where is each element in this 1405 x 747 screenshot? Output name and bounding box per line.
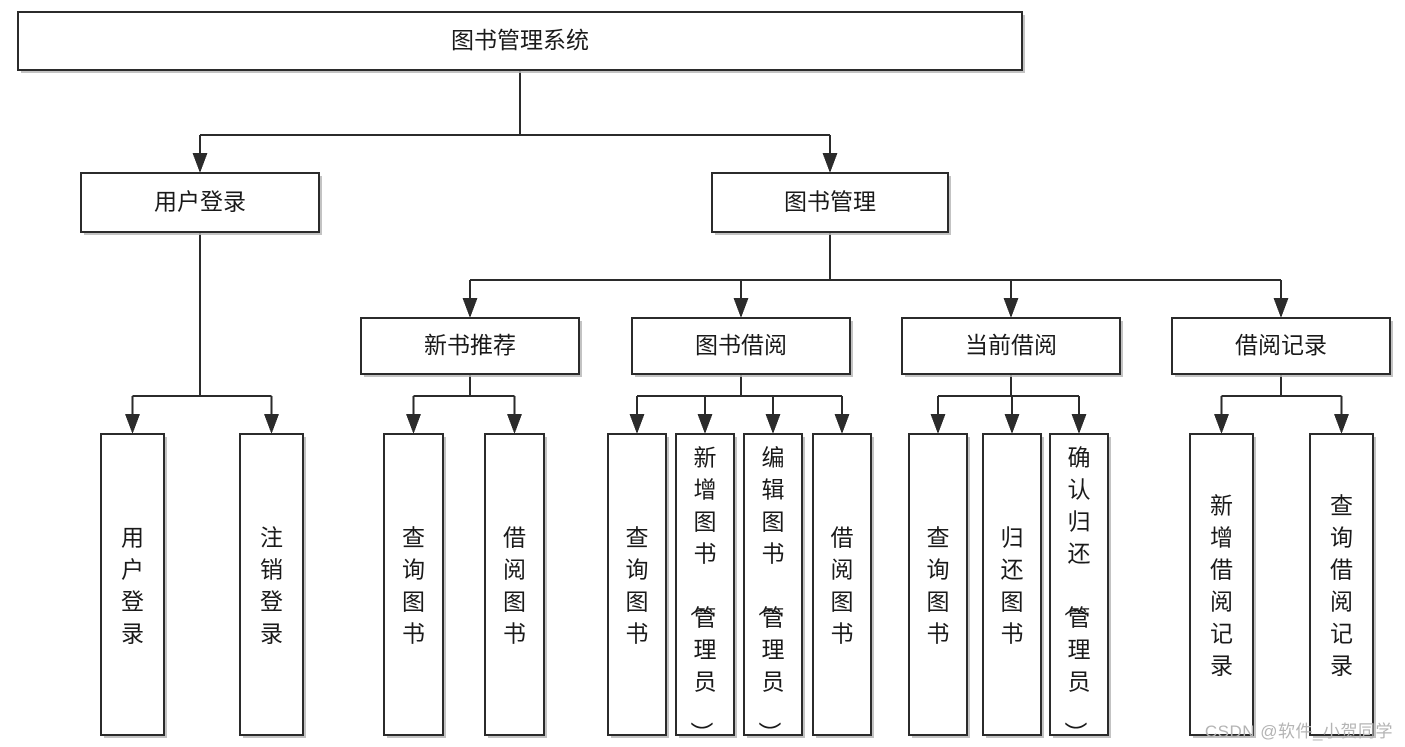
- node-leaf-return-book[interactable]: 归还图书: [981, 432, 1044, 738]
- node-box[interactable]: [907, 432, 969, 737]
- node-box[interactable]: [742, 432, 804, 737]
- node-book-borrow[interactable]: 图书借阅: [630, 316, 853, 377]
- node-leaf-query-book-3[interactable]: 查询图书: [907, 432, 970, 738]
- node-box[interactable]: [630, 316, 852, 376]
- node-box[interactable]: [900, 316, 1122, 376]
- node-label: 图书管理系统: [451, 27, 589, 53]
- node-box[interactable]: [1048, 432, 1110, 737]
- node-box[interactable]: [674, 432, 736, 737]
- node-label: 新书推荐: [424, 332, 516, 358]
- node-label: 用户登录: [121, 524, 144, 646]
- node-leaf-query-book-2[interactable]: 查询图书: [606, 432, 669, 738]
- node-leaf-user-login[interactable]: 用户登录: [99, 432, 167, 738]
- node-label: 借阅记录: [1235, 332, 1327, 358]
- node-box[interactable]: [1170, 316, 1392, 376]
- node-box[interactable]: [359, 316, 581, 376]
- node-label: 借阅图书: [831, 524, 854, 646]
- node-label: 用户登录: [154, 189, 246, 215]
- node-box[interactable]: [16, 10, 1024, 72]
- node-box[interactable]: [483, 432, 546, 737]
- node-user-login[interactable]: 用户登录: [79, 171, 322, 235]
- node-label: 查询图书: [402, 524, 425, 646]
- node-box[interactable]: [1308, 432, 1375, 737]
- node-leaf-borrow-book-2[interactable]: 借阅图书: [811, 432, 874, 738]
- watermark-label: CSDN @软件_小贺同学: [1204, 722, 1393, 741]
- node-label: 编辑图书（管理员）: [757, 444, 785, 744]
- node-label: 查询借阅记录: [1330, 492, 1353, 678]
- node-root[interactable]: 图书管理系统: [16, 10, 1025, 73]
- node-leaf-add-book[interactable]: 新增图书（管理员）: [674, 432, 737, 744]
- node-box[interactable]: [382, 432, 445, 737]
- node-label: 图书借阅: [695, 332, 787, 358]
- node-box[interactable]: [79, 171, 321, 234]
- node-book-manage[interactable]: 图书管理: [710, 171, 951, 235]
- node-label: 新增借阅记录: [1210, 492, 1233, 678]
- node-label: 新增图书（管理员）: [689, 444, 717, 744]
- node-box[interactable]: [710, 171, 950, 234]
- node-box[interactable]: [981, 432, 1043, 737]
- node-box[interactable]: [811, 432, 873, 737]
- node-leaf-query-record[interactable]: 查询借阅记录: [1308, 432, 1376, 738]
- node-borrow-record[interactable]: 借阅记录: [1170, 316, 1393, 377]
- node-label: 归还图书: [1001, 524, 1024, 646]
- node-label: 图书管理: [784, 189, 876, 215]
- node-label: 查询图书: [626, 524, 649, 646]
- node-leaf-edit-book[interactable]: 编辑图书（管理员）: [742, 432, 805, 744]
- node-new-book-rec[interactable]: 新书推荐: [359, 316, 582, 377]
- node-label: 查询图书: [927, 524, 950, 646]
- node-leaf-user-logout[interactable]: 注销登录: [238, 432, 306, 738]
- node-leaf-borrow-book-1[interactable]: 借阅图书: [483, 432, 547, 738]
- node-label: 确认归还（管理员）: [1063, 444, 1091, 744]
- node-leaf-query-book-1[interactable]: 查询图书: [382, 432, 446, 738]
- node-leaf-confirm-return[interactable]: 确认归还（管理员）: [1048, 432, 1111, 744]
- node-label: 注销登录: [260, 524, 283, 646]
- node-label: 当前借阅: [965, 332, 1057, 358]
- node-box[interactable]: [238, 432, 305, 737]
- node-label: 借阅图书: [503, 524, 526, 646]
- node-current-borrow[interactable]: 当前借阅: [900, 316, 1123, 377]
- node-box[interactable]: [1188, 432, 1255, 737]
- node-leaf-add-record[interactable]: 新增借阅记录: [1188, 432, 1256, 738]
- node-box[interactable]: [99, 432, 166, 737]
- node-box[interactable]: [606, 432, 668, 737]
